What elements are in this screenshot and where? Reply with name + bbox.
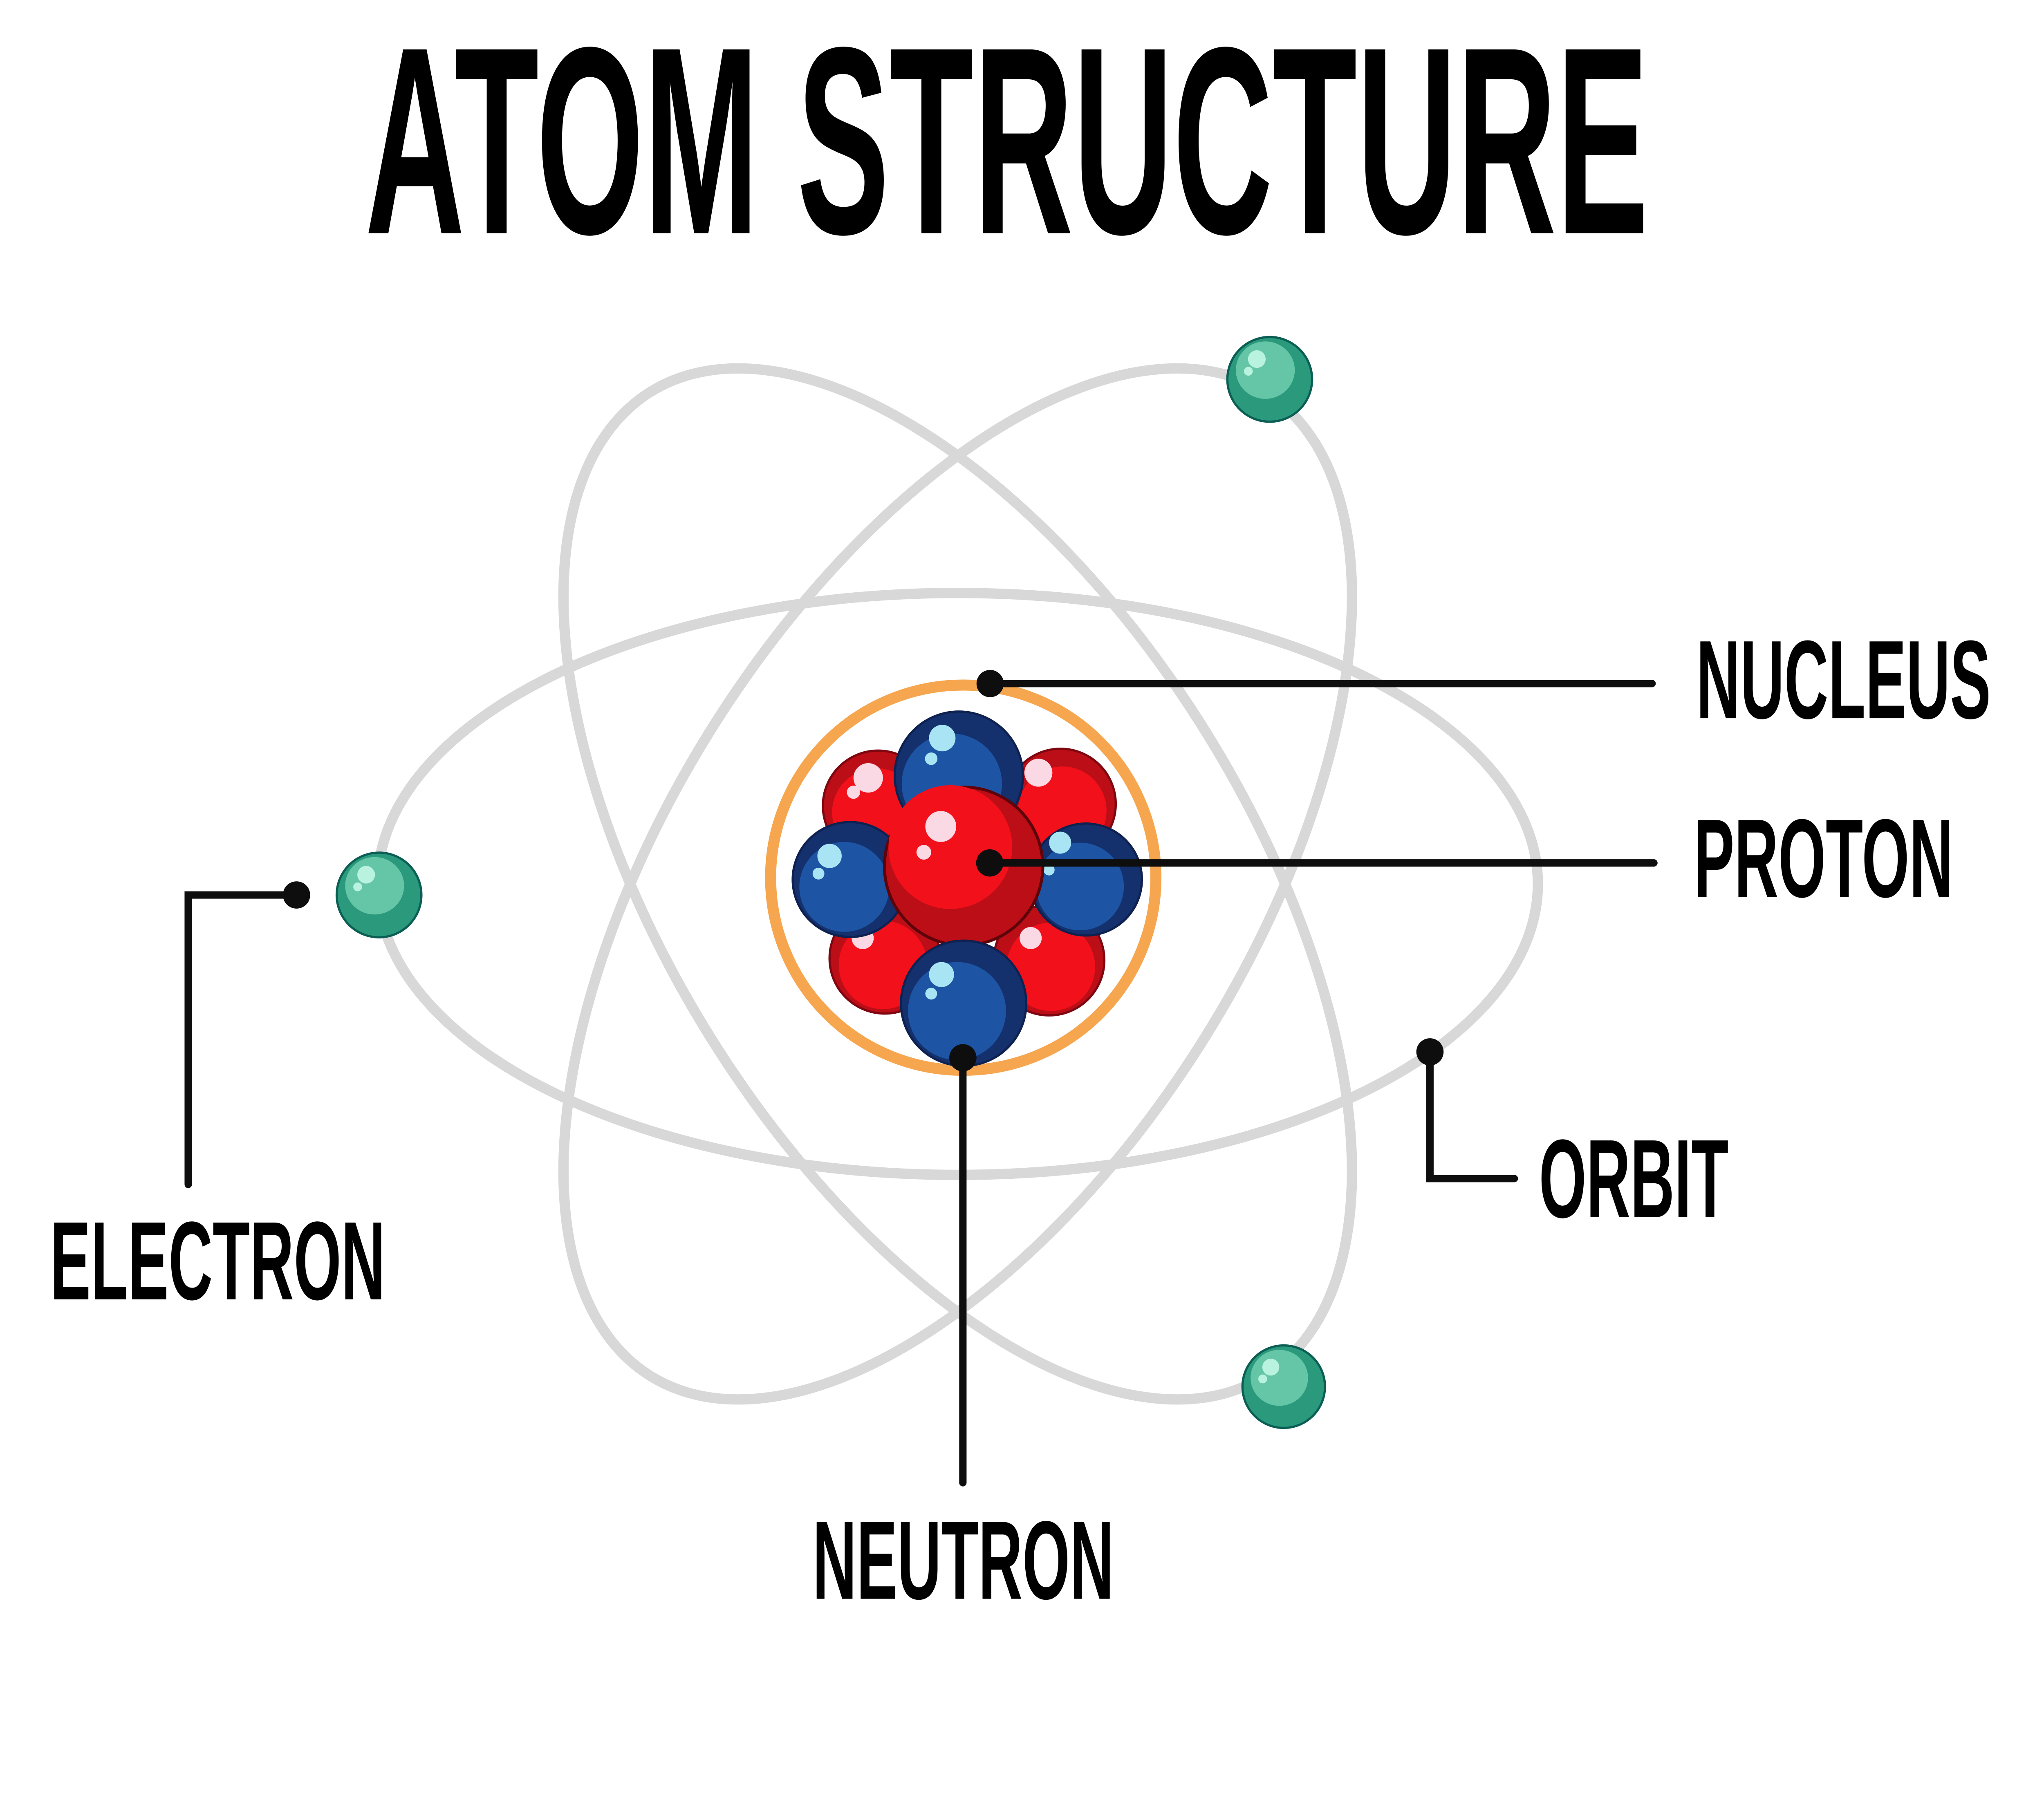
neutron-highlight-icon — [1043, 864, 1055, 876]
nucleus-connector-dot — [976, 670, 1004, 697]
label-nucleus: NUCLEUS — [1696, 617, 1990, 742]
orbit-connector-dot — [1416, 1038, 1444, 1066]
electron-highlight-icon — [1258, 1374, 1267, 1384]
proton-highlight-icon — [1024, 759, 1053, 787]
neutron-sheen — [908, 962, 1006, 1060]
electron-highlight-icon — [353, 882, 362, 891]
proton-highlight-icon — [847, 785, 860, 799]
label-orbit: ORBIT — [1539, 1116, 1729, 1241]
proton-highlight-icon — [853, 763, 883, 793]
neutron-highlight-icon — [929, 725, 956, 752]
orbit-connector-line — [1426, 1048, 1518, 1182]
electron-bottom-right — [1241, 1344, 1326, 1429]
neutron-highlight-icon — [925, 988, 937, 1000]
neutron-sheen — [1036, 842, 1124, 931]
electron-top-right — [1226, 336, 1313, 423]
label-neutron: NEUTRON — [813, 1498, 1114, 1622]
electron-highlight-icon — [357, 866, 375, 884]
proton-highlight-icon — [916, 845, 931, 860]
page-title: ATOM STRUCTURE — [365, 0, 1649, 290]
neutron-highlight-icon — [812, 867, 825, 880]
diagram-page: ATOM STRUCTURE NUCLEUS PROTON ORBIT ELEC… — [50, 0, 1991, 1623]
neutron-connector-dot — [949, 1044, 977, 1072]
connectors — [184, 670, 1658, 1487]
electron-highlight-icon — [1248, 350, 1266, 368]
atom-structure-diagram: ATOM STRUCTURE NUCLEUS PROTON ORBIT ELEC… — [50, 0, 1991, 1623]
label-proton: PROTON — [1694, 796, 1953, 920]
neutron-sphere — [791, 821, 909, 938]
neutron-highlight-icon — [817, 844, 842, 868]
electron-connector-dot — [283, 881, 310, 909]
proton-highlight-icon — [925, 811, 957, 842]
label-electron: ELECTRON — [50, 1198, 385, 1323]
neutron-sphere-front — [900, 939, 1028, 1067]
electron-left — [335, 851, 423, 938]
neutron-highlight-icon — [929, 962, 954, 987]
proton-sphere-central — [883, 785, 1044, 947]
electron-highlight-icon — [1262, 1359, 1280, 1376]
proton-sheen — [888, 785, 1013, 909]
proton-highlight-icon — [1020, 927, 1042, 950]
electron-highlight-icon — [1244, 367, 1253, 376]
proton-connector-dot — [976, 849, 1004, 877]
neutron-highlight-icon — [925, 752, 938, 765]
neutron-sheen — [799, 842, 890, 932]
neutron-sphere — [1029, 822, 1143, 937]
electron-connector-line — [184, 891, 300, 1188]
neutron-highlight-icon — [1049, 831, 1071, 854]
nucleus-cluster — [791, 710, 1143, 1067]
